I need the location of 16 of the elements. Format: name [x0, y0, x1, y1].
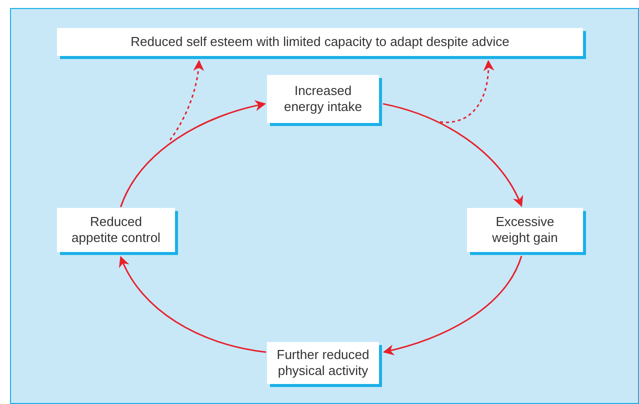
process-box [467, 208, 583, 252]
process-box [267, 342, 379, 384]
arrow [120, 100, 266, 208]
dashed-arrow [440, 60, 494, 123]
node-text: Reduced self esteem with limited capacity to adapt despite advice [130, 34, 510, 50]
node-text: Excessive weight gain [491, 214, 559, 246]
process-box [57, 28, 583, 56]
arrow [382, 256, 522, 356]
dashed-arrow [169, 60, 204, 140]
node-text: Further reduced physical activity [276, 347, 370, 379]
node-text: Reduced appetite control [70, 214, 162, 246]
node-text: Increased energy intake [282, 83, 364, 115]
arrow [120, 256, 266, 353]
process-box [57, 208, 175, 252]
process-box [267, 75, 379, 123]
arrow [382, 103, 522, 207]
